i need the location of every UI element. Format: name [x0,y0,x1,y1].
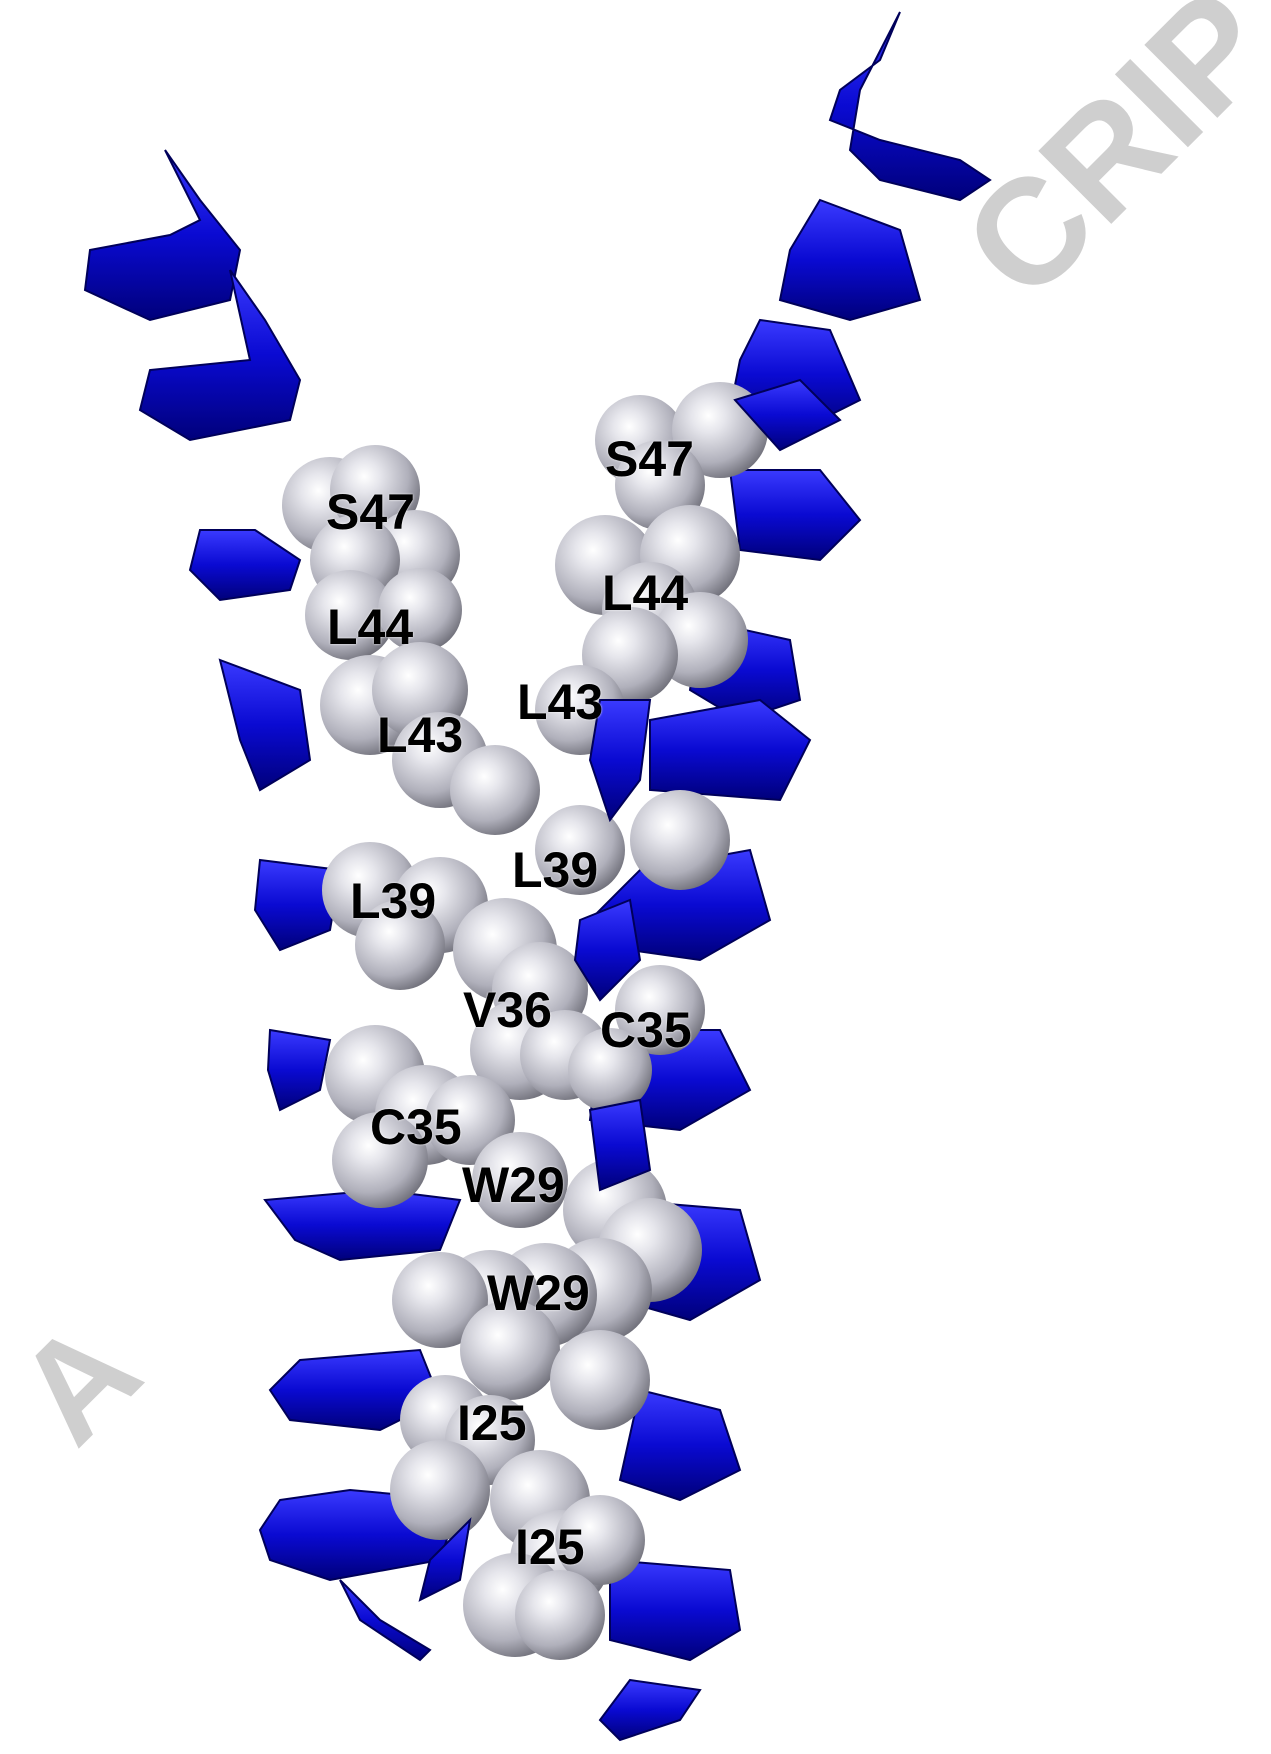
label-right-l43: L43 [517,677,603,727]
label-left-w29: W29 [462,1160,565,1210]
label-left-s47: S47 [326,487,415,537]
label-left-l43: L43 [377,710,463,760]
label-right-c35: C35 [600,1005,692,1055]
label-left-i25: I25 [457,1398,527,1448]
label-right-w29: W29 [487,1268,590,1318]
label-right-i25: I25 [515,1522,585,1572]
label-left-l39: L39 [350,876,436,926]
label-right-l39: L39 [512,845,598,895]
label-right-v36: V36 [463,985,552,1035]
label-right-l44: L44 [602,568,688,618]
label-right-s47: S47 [605,434,694,484]
label-left-c35: C35 [370,1102,462,1152]
label-left-l44: L44 [327,602,413,652]
